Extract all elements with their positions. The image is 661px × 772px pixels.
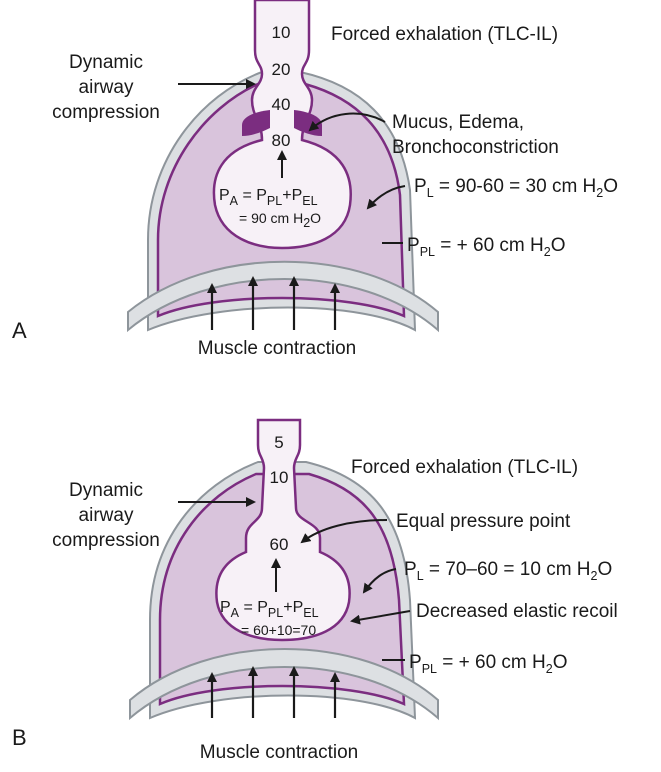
transpulmonary-pressure: PL = 90-60 = 30 cm H2O (414, 176, 618, 200)
pressure-label: 80 (272, 131, 291, 150)
recoil-pointer (350, 610, 411, 625)
alveolar-value: = 90 cm H2O (239, 210, 321, 230)
obstruction-pointer (308, 112, 386, 132)
recoil-label: Decreased elastic recoil (416, 601, 618, 622)
pressure-label: 40 (272, 95, 291, 114)
title: Forced exhalation (TLC-IL) (331, 24, 558, 45)
pl-pointer (366, 185, 406, 210)
compression-label: airway (79, 77, 134, 98)
alveolar-value: = 60+10=70 (241, 622, 316, 638)
airway-a (212, 0, 352, 250)
panel-letter: B (12, 725, 27, 750)
pleural-pressure: PPL = + 60 cm H2O (407, 235, 566, 259)
epp-label: Equal pressure point (396, 511, 571, 532)
epp-pointer (300, 519, 388, 544)
pressure-label: 10 (272, 23, 291, 42)
panel-a: 10 20 40 80 PA = PPL+PEL = 90 cm H2O For… (12, 0, 618, 359)
pl-pointer (362, 568, 397, 594)
obstruction-label: Bronchoconstriction (392, 137, 559, 158)
compression-label: Dynamic (69, 52, 143, 73)
pleural-pressure: PPL = + 60 cm H2O (409, 652, 568, 676)
transpulmonary-pressure: PL = 70–60 = 10 cm H2O (404, 559, 612, 583)
obstruction-label: Mucus, Edema, (392, 112, 524, 133)
compression-label: Dynamic (69, 480, 143, 501)
pressure-label: 10 (270, 468, 289, 487)
pressure-label: 5 (274, 433, 283, 452)
diaphragm-b (129, 648, 439, 721)
panel-letter: A (12, 318, 27, 343)
alveolar-equation: PA = PPL+PEL (219, 187, 318, 208)
panel-b: 5 10 60 PA = PPL+PEL = 60+10=70 Forced e… (12, 418, 618, 763)
muscle-label: Muscle contraction (200, 742, 358, 763)
airway-b (215, 418, 351, 642)
compression-label: airway (79, 505, 134, 526)
muscle-label: Muscle contraction (198, 338, 356, 359)
title: Forced exhalation (TLC-IL) (351, 457, 578, 478)
diaphragm-a (127, 260, 439, 333)
obstruction-left-a (242, 110, 270, 136)
pressure-label: 20 (272, 60, 291, 79)
alveolar-equation: PA = PPL+PEL (220, 599, 319, 620)
compression-label: compression (52, 530, 160, 551)
pressure-label: 60 (270, 535, 289, 554)
compression-label: compression (52, 102, 160, 123)
